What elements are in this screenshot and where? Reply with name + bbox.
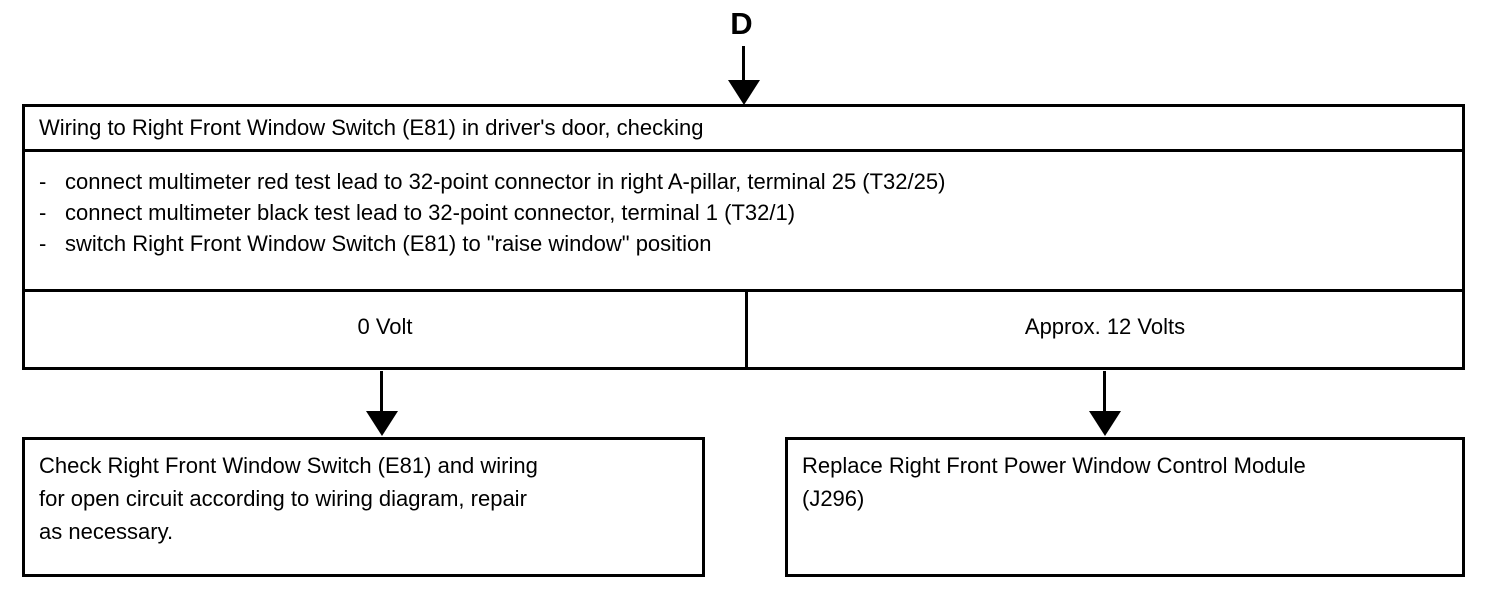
arrow-head [366, 411, 398, 436]
outcome-cell-12-volts: Approx. 12 Volts [1024, 313, 1186, 339]
instruction-text: connect multimeter red test lead to 32-p… [65, 169, 946, 194]
arrow-head [728, 80, 760, 105]
branch-left-down-arrow-icon [366, 371, 398, 437]
test-step-title: Wiring to Right Front Window Switch (E81… [25, 107, 1462, 152]
result-text-line: Replace Right Front Power Window Control… [802, 453, 1306, 478]
bullet-dash: - [39, 200, 47, 225]
test-step-box: Wiring to Right Front Window Switch (E81… [22, 104, 1465, 370]
instruction-text: connect multimeter black test lead to 32… [65, 200, 796, 225]
bullet-dash: - [39, 231, 47, 256]
result-text-line: as necessary. [39, 519, 174, 544]
instruction-list: - connect multimeter red test lead to 32… [25, 152, 1462, 292]
bullet-dash: - [39, 169, 47, 194]
result-text-line: for open circuit according to wiring dia… [39, 486, 527, 511]
result-box-check-switch: Check Right Front Window Switch (E81) an… [22, 437, 705, 577]
arrow-stem [742, 46, 745, 84]
entry-label-d: D [730, 6, 754, 41]
result-box-replace-module: Replace Right Front Power Window Control… [785, 437, 1465, 577]
result-text-line: (J296) [802, 486, 865, 511]
outcome-row: 0 Volt Approx. 12 Volts [25, 292, 1462, 367]
instruction-item: - connect multimeter black test lead to … [39, 197, 1462, 228]
instruction-item: - switch Right Front Window Switch (E81)… [39, 228, 1462, 259]
branch-right-down-arrow-icon [1089, 371, 1121, 437]
arrow-stem [380, 371, 383, 415]
entry-down-arrow-icon [728, 46, 760, 105]
arrow-stem [1103, 371, 1106, 415]
outcome-cell-0-volt: 0 Volt [25, 292, 748, 367]
arrow-head [1089, 411, 1121, 436]
instruction-item: - connect multimeter red test lead to 32… [39, 166, 1462, 197]
result-text-line: Check Right Front Window Switch (E81) an… [39, 453, 538, 478]
instruction-text: switch Right Front Window Switch (E81) t… [65, 231, 712, 256]
